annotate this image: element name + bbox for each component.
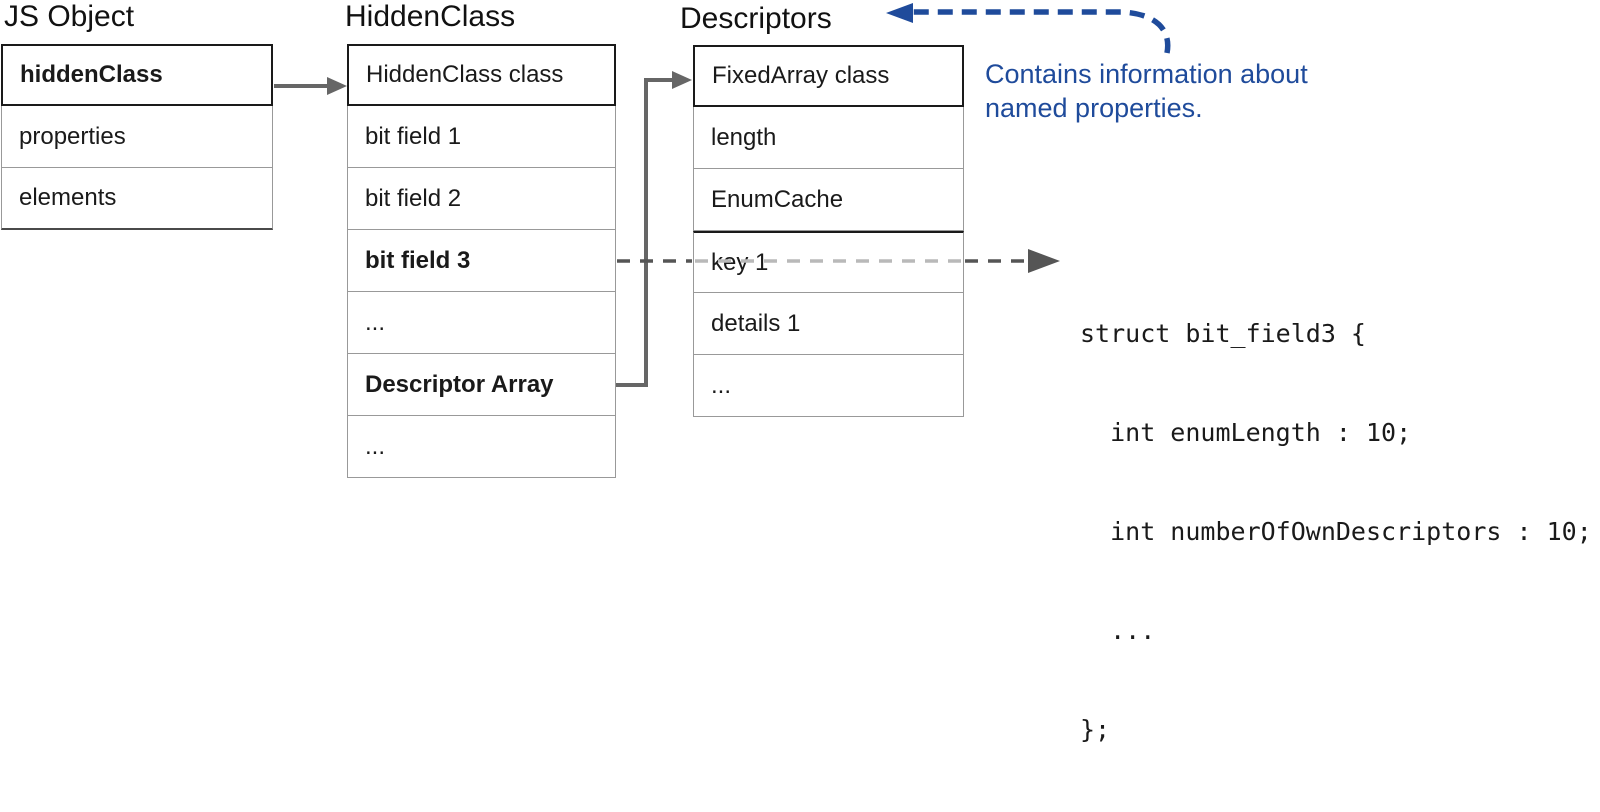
code-line-2: int enumLength : 10; xyxy=(1080,418,1412,447)
table-title-js-object: JS Object xyxy=(4,0,135,33)
row-properties: properties xyxy=(1,106,273,168)
row-elements: elements xyxy=(1,168,273,230)
row-bit-field-3: bit field 3 xyxy=(347,230,616,292)
table-title-hiddenclass: HiddenClass xyxy=(345,0,516,33)
v8-hiddenclass-diagram: JS Object HiddenClass Descriptors hidden… xyxy=(1,0,1592,744)
row-ellipsis: ... xyxy=(693,355,964,417)
code-struct-bitfield3: struct bit_field3 { int enumLength : 10;… xyxy=(1080,251,1592,812)
code-line-4: ... xyxy=(1080,616,1156,645)
row-hiddenclass-class: HiddenClass class xyxy=(347,44,616,106)
table-descriptors: FixedArray class length EnumCache key 1 … xyxy=(693,45,964,417)
row-ellipsis: ... xyxy=(347,292,616,354)
code-line-1: struct bit_field3 { xyxy=(1080,319,1366,348)
row-bit-field-2: bit field 2 xyxy=(347,168,616,230)
row-details-1: details 1 xyxy=(693,293,964,355)
table-js-object: hiddenClass properties elements xyxy=(1,44,273,230)
arrow-hiddenclass-to-hiddenclass-table xyxy=(274,77,347,95)
annotation-line-1: Contains information about xyxy=(985,59,1308,89)
row-enumcache: EnumCache xyxy=(693,169,964,231)
annotation-named-properties: Contains information about named propert… xyxy=(985,57,1308,125)
row-length: length xyxy=(693,107,964,169)
code-line-5: }; xyxy=(1080,715,1111,744)
arrow-descriptor-array-to-fixedarray xyxy=(616,71,692,387)
row-hiddenclass: hiddenClass xyxy=(1,44,273,106)
row-descriptor-array: Descriptor Array xyxy=(347,354,616,416)
table-hiddenclass: HiddenClass class bit field 1 bit field … xyxy=(347,44,616,478)
code-line-3: int numberOfOwnDescriptors : 10; xyxy=(1080,517,1592,546)
annotation-line-2: named properties. xyxy=(985,93,1203,123)
row-bit-field-1: bit field 1 xyxy=(347,106,616,168)
table-title-descriptors: Descriptors xyxy=(680,2,832,35)
row-key-1: key 1 xyxy=(693,231,964,293)
row-fixedarray-class: FixedArray class xyxy=(693,45,964,107)
row-ellipsis: ... xyxy=(347,416,616,478)
